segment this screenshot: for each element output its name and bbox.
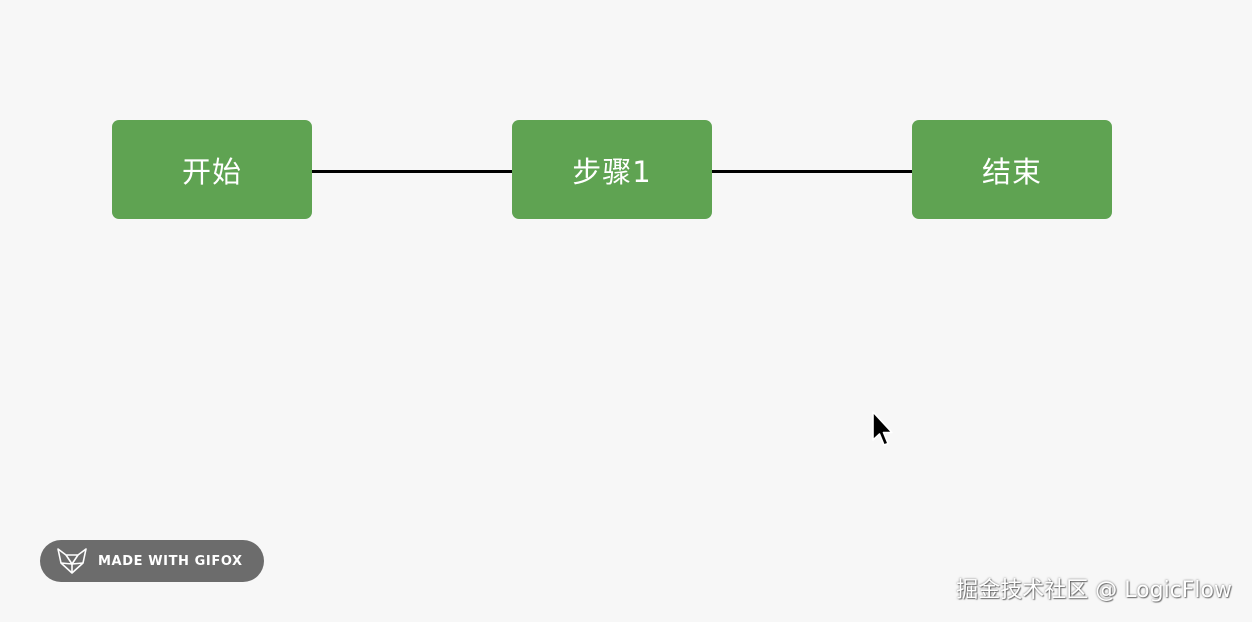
edge-step1-to-end[interactable] (712, 170, 912, 173)
gifox-badge[interactable]: MADE WITH GIFOX (40, 540, 264, 582)
edge-start-to-step1[interactable] (312, 170, 512, 173)
node-end-label: 结束 (981, 154, 1042, 189)
node-end[interactable]: 结束 (912, 120, 1112, 219)
node-start[interactable]: 开始 (112, 120, 312, 219)
watermark: 掘金技术社区 @ LogicFlow (956, 578, 1232, 603)
node-step1[interactable]: 步骤1 (512, 120, 712, 219)
fox-icon (57, 548, 87, 574)
node-step1-label: 步骤1 (572, 154, 652, 189)
arrow-cursor-icon (872, 411, 893, 446)
node-start-label: 开始 (181, 154, 242, 189)
gifox-badge-text: MADE WITH GIFOX (98, 553, 243, 569)
